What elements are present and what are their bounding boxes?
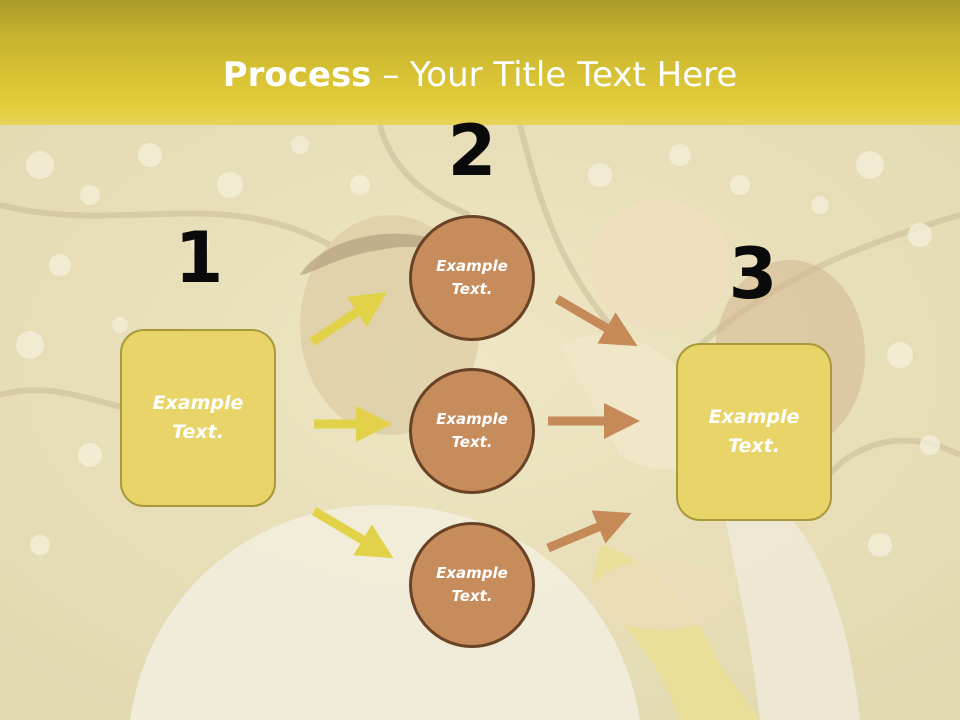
step-3-box: Example Text. [676, 343, 832, 521]
step-number-1: 1 [174, 217, 224, 299]
step-2-circle-top: Example Text. [409, 215, 535, 341]
title-rest: – Your Title Text Here [371, 55, 738, 95]
arrow-bottom-to-3 [546, 510, 632, 553]
hands [590, 560, 730, 630]
step-number-2: 2 [447, 110, 497, 192]
step-1-box: Example Text. [120, 329, 276, 507]
step-2-circle-bottom: Example Text. [409, 522, 535, 648]
step-number-3: 3 [728, 233, 778, 315]
arrow-1-to-top [309, 292, 387, 346]
slide-title: Process – Your Title Text Here [0, 52, 960, 98]
arrow-1-to-bottom [311, 507, 394, 559]
blossoms [16, 136, 940, 557]
step-2-circle-middle: Example Text. [409, 368, 535, 494]
title-bold: Process [222, 55, 372, 95]
arrow-top-to-3 [554, 295, 638, 347]
